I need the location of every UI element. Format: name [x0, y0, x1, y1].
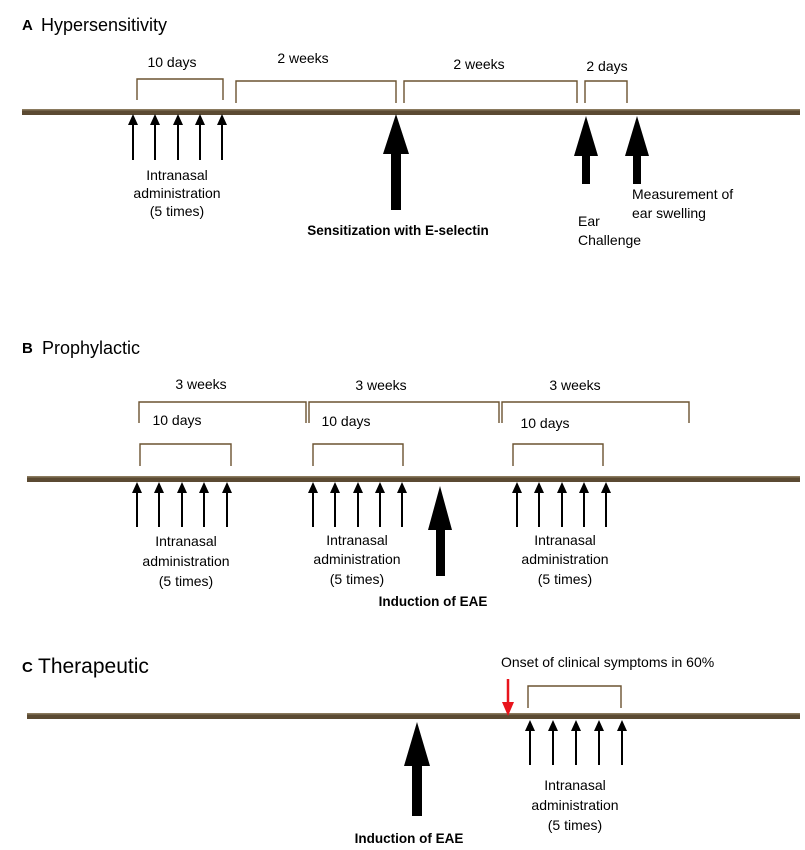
panel-c-induction-arrow [404, 722, 430, 816]
admin-arrow [512, 482, 522, 527]
panel-a-timeline [22, 109, 800, 115]
panel-b-admin-label-2-line-2: administration [313, 551, 400, 567]
panel-b-days-label-1: 10 days [152, 412, 201, 428]
admin-arrow [534, 482, 544, 527]
panel-a-duration-2-days: 2 days [586, 58, 627, 74]
admin-arrow [397, 482, 407, 527]
panel-c-timeline [27, 713, 800, 719]
panel-b-bracket-10-days-3 [512, 443, 604, 466]
panel-c-onset-arrow [502, 679, 514, 716]
panel-a-duration-10-days: 10 days [147, 54, 196, 70]
panel-b-induction-label: Induction of EAE [379, 594, 488, 609]
admin-arrow [579, 482, 589, 527]
panel-a-duration-2-weeks-1: 2 weeks [277, 50, 328, 66]
panel-b-title: Prophylactic [42, 338, 140, 358]
panel-b-admin-label-3-line-2: administration [521, 551, 608, 567]
admin-arrow [375, 482, 385, 527]
admin-arrow [222, 482, 232, 527]
admin-arrow [353, 482, 363, 527]
panel-c-admin-arrows [525, 720, 627, 765]
panel-a-admin-label-1: Intranasal [146, 167, 207, 183]
admin-arrow [132, 482, 142, 527]
panel-a-admin-label-2: administration [133, 185, 220, 201]
admin-arrow [601, 482, 611, 527]
panel-b-admin-label-2-line-3: (5 times) [330, 571, 384, 587]
panel-b-bracket-3-weeks-1 [138, 401, 307, 423]
panel-a-measurement-arrow [625, 116, 649, 184]
admin-arrow [128, 114, 138, 160]
admin-arrow [154, 482, 164, 527]
panel-b-admin-arrows-2 [308, 482, 407, 527]
panel-a-sensitization-arrow [383, 114, 409, 210]
panel-b-bracket-3-weeks-3 [501, 401, 690, 423]
panel-c-bracket [527, 685, 622, 708]
admin-arrow [617, 720, 627, 765]
panel-a-bracket-2-weeks-2 [403, 80, 578, 103]
panel-b-bracket-10-days-1 [139, 443, 232, 466]
panel-b-weeks-label-2: 3 weeks [355, 377, 406, 393]
panel-c-induction-label: Induction of EAE [355, 831, 464, 846]
admin-arrow [308, 482, 318, 527]
panel-a-sensitization-label: Sensitization with E-selectin [307, 223, 489, 238]
panel-b-admin-label-2-line-1: Intranasal [326, 532, 387, 548]
panel-c-title: Therapeutic [38, 655, 149, 678]
panel-b-timeline [27, 476, 800, 482]
panel-a-ear-challenge-arrow [574, 116, 598, 184]
panel-b: B Prophylactic 3 weeks 3 weeks 3 weeks 1… [22, 338, 800, 609]
admin-arrow [150, 114, 160, 160]
admin-arrow [594, 720, 604, 765]
panel-a-ear-label-1: Ear [578, 213, 600, 229]
panel-a-letter: A [22, 17, 33, 34]
panel-b-admin-label-1-line-1: Intranasal [155, 533, 216, 549]
panel-a-measurement-label-2: ear swelling [632, 205, 706, 221]
panel-a-bracket-2-days [584, 80, 628, 103]
admin-arrow [571, 720, 581, 765]
panel-a-admin-arrows [128, 114, 227, 160]
admin-arrow [525, 720, 535, 765]
admin-arrow [195, 114, 205, 160]
panel-b-admin-arrows-1 [132, 482, 232, 527]
admin-arrow [557, 482, 567, 527]
panel-b-admin-label-1-line-2: administration [142, 553, 229, 569]
admin-arrow [199, 482, 209, 527]
panel-b-induction-arrow [428, 486, 452, 576]
panel-b-weeks-label-3: 3 weeks [549, 377, 600, 393]
panel-a-ear-label-2: Challenge [578, 232, 641, 248]
panel-a-measurement-label-1: Measurement of [632, 186, 733, 202]
panel-a-duration-2-weeks-2: 2 weeks [453, 56, 504, 72]
panel-b-bracket-10-days-2 [312, 443, 404, 466]
panel-c-onset-label: Onset of clinical symptoms in 60% [501, 654, 714, 670]
admin-arrow [217, 114, 227, 160]
panel-c-letter: C [22, 659, 33, 676]
panel-a: A Hypersensitivity 10 days 2 weeks 2 wee… [22, 15, 800, 248]
admin-arrow [177, 482, 187, 527]
panel-b-admin-label-3-line-1: Intranasal [534, 532, 595, 548]
admin-arrow [548, 720, 558, 765]
panel-c: C Therapeutic Onset of clinical symptoms… [22, 654, 800, 846]
panel-b-bracket-3-weeks-2 [308, 401, 500, 423]
panel-b-days-label-3: 10 days [520, 415, 569, 431]
panel-a-admin-label-3: (5 times) [150, 203, 204, 219]
panel-c-admin-label-3: (5 times) [548, 817, 602, 833]
panel-b-days-label-2: 10 days [321, 413, 370, 429]
admin-arrow [173, 114, 183, 160]
panel-b-admin-arrows-3 [512, 482, 611, 527]
panel-b-admin-label-1-line-3: (5 times) [159, 573, 213, 589]
panel-a-title: Hypersensitivity [41, 15, 167, 35]
panel-c-admin-label-2: administration [531, 797, 618, 813]
panel-a-bracket-10-days [136, 78, 224, 100]
panel-c-admin-label-1: Intranasal [544, 777, 605, 793]
panel-a-bracket-2-weeks-1 [235, 80, 397, 103]
admin-arrow [330, 482, 340, 527]
panel-b-weeks-label-1: 3 weeks [175, 376, 226, 392]
panel-b-letter: B [22, 340, 33, 357]
panel-b-admin-label-3-line-3: (5 times) [538, 571, 592, 587]
